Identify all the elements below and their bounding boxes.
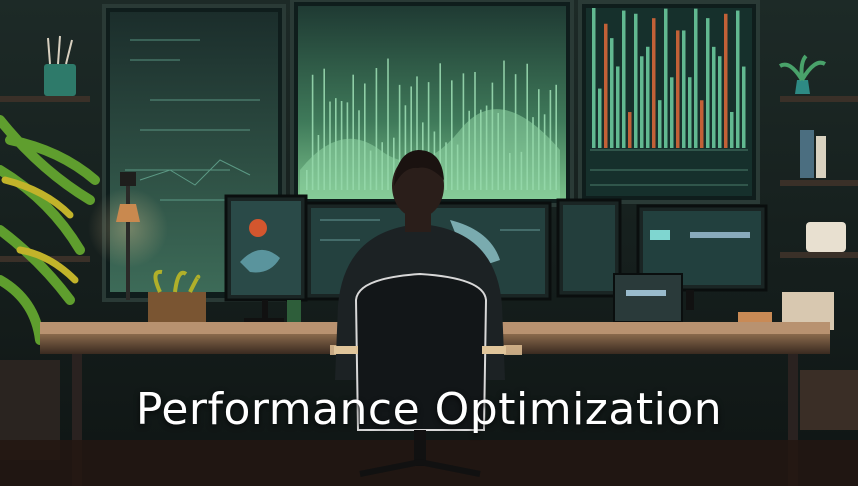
decor-bar [416, 76, 418, 190]
decor-bar [311, 74, 314, 190]
decor-bar [652, 18, 656, 149]
decor-bar [706, 18, 710, 148]
decor-bar [439, 63, 441, 190]
decor-bar [427, 82, 430, 190]
decor-bar [688, 77, 692, 148]
decor-bar [598, 88, 602, 148]
plant-icon [778, 54, 827, 94]
decor-bar [555, 84, 557, 190]
decor-bar [364, 83, 366, 190]
decor-bar [592, 8, 596, 148]
decor-bar [323, 68, 325, 190]
caption-title: Performance Optimization [135, 384, 723, 435]
decor-bar [742, 66, 746, 148]
decor-bar [628, 112, 632, 148]
decor-bar [622, 10, 626, 148]
laptop [613, 273, 683, 323]
plant-icon [148, 269, 206, 328]
decor-bar [410, 86, 412, 190]
decor-bar [352, 74, 354, 190]
decor-bar [658, 100, 662, 148]
decor-bar [724, 13, 728, 148]
decor-bar [664, 8, 668, 149]
decor-bar [610, 38, 614, 148]
decor-bar [736, 10, 740, 149]
decor-bar [676, 30, 680, 148]
decor-bar [712, 46, 716, 148]
decor-bar [670, 77, 674, 148]
decor-bar [646, 46, 650, 148]
desk-lamp-icon [88, 172, 168, 300]
office-chair-icon [334, 272, 506, 477]
desk-cup [287, 300, 301, 324]
wall-screen-right [578, 0, 760, 204]
decor-bar [730, 111, 734, 148]
decor-bar [700, 100, 704, 148]
decor-bar [404, 105, 407, 190]
decor-bar [718, 56, 722, 149]
decor-bar [375, 68, 378, 190]
decor-bar [604, 23, 608, 149]
decor-bar [694, 8, 698, 148]
desk-monitor-left [224, 194, 308, 324]
decor-bar [616, 66, 620, 148]
decor-bar [682, 30, 686, 148]
decor-bar [640, 56, 644, 148]
wall-shelves-right [780, 96, 858, 430]
decor-bar [634, 13, 638, 148]
decor-bar [451, 80, 453, 190]
decor-bar [398, 84, 401, 190]
decor-bar [387, 58, 389, 190]
